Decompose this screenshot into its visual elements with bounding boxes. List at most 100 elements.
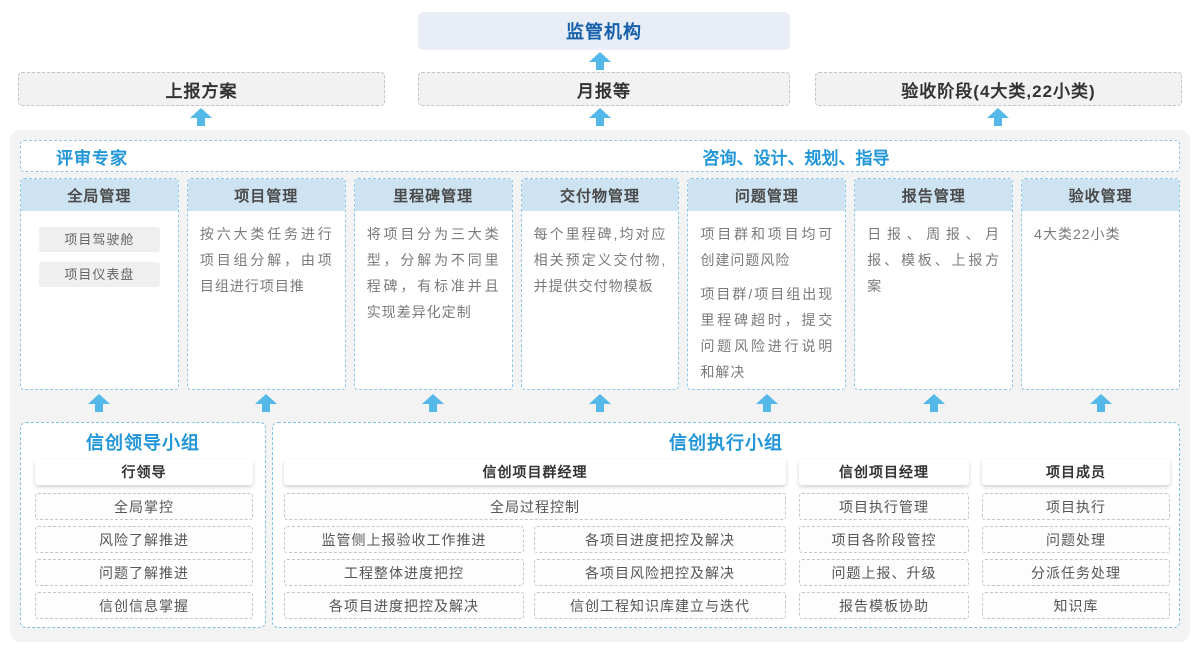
program-manager-item: 监管侧上报验收工作推进 [284,526,524,553]
program-manager-item: 全局过程控制 [284,493,786,520]
column-paragraph: 将项目分为三大类型，分解为不同里程碑，有标准并且实现差异化定制 [366,226,500,320]
tag-project-dashboard: 项目仪表盘 [39,262,160,287]
role-project-manager: 信创项目经理 [799,459,969,485]
execution-group: 信创执行小组 信创项目群经理 全局过程控制 监管侧上报验收工作推进 工程整体进度… [272,422,1180,628]
arrow-stem [262,404,271,412]
column-issue-mgmt: 问题管理 项目群和项目均可创建问题风险 项目群/项目组出现里程碑超时，提交问题风… [687,178,847,390]
role-project-member: 项目成员 [982,459,1170,485]
arrow-stem [429,404,438,412]
up-arrow [589,108,611,126]
channel-box-monthly-report: 月报等 [418,72,790,106]
column-body: 日报、周报、月报、模板、上报方案 [855,211,1012,389]
member-item: 知识库 [982,592,1170,619]
column-paragraph: 4大类22小类 [1034,226,1121,242]
arrow-row [20,394,1180,412]
arrow-stem [596,404,604,412]
column-paragraph: 按六大类任务进行项目组分解，由项目组进行项目推 [199,226,333,294]
arrow-head [589,52,611,62]
platform-panel: 评审专家 咨询、设计、规划、指导 全局管理 项目驾驶舱 项目仪表盘 项目管理 按… [10,130,1190,642]
project-manager-item: 项目各阶段管控 [799,526,969,553]
up-arrow [589,394,611,412]
project-manager-item: 问题上报、升级 [799,559,969,586]
column-paragraph: 项目群/项目组出现里程碑超时，提交问题风险进行说明和解决 [700,286,834,380]
project-manager-item: 项目执行管理 [799,493,969,520]
project-manager-item: 报告模板协助 [799,592,969,619]
column-title: 验收管理 [1022,179,1180,211]
column-project-mgmt: 项目管理 按六大类任务进行项目组分解，由项目组进行项目推 [186,178,346,390]
up-arrow [88,394,111,412]
arrow-slot [521,394,680,412]
arrow-slot [687,394,846,412]
arrow-head [922,394,945,404]
role-program-manager: 信创项目群经理 [284,459,786,485]
leadership-item: 全局掌控 [35,493,253,520]
column-title: 报告管理 [855,179,1013,211]
column-acceptance-mgmt: 验收管理 4大类22小类 [1021,178,1181,390]
column-title: 里程碑管理 [354,179,512,211]
leadership-group: 信创领导小组 行领导 全局掌控 风险了解推进 问题了解推进 信创信息掌握 [20,422,266,628]
arrow-stem [95,404,104,412]
advisor-band: 评审专家 咨询、设计、规划、指导 [20,140,1180,172]
execution-group-title: 信创执行小组 [669,433,783,453]
column-title: 全局管理 [21,179,178,211]
up-arrow [755,394,778,412]
leadership-item: 信创信息掌握 [35,592,253,619]
column-body: 按六大类任务进行项目组分解，由项目组进行项目推 [188,211,345,389]
feature-columns: 全局管理 项目驾驶舱 项目仪表盘 项目管理 按六大类任务进行项目组分解，由项目组… [20,178,1181,390]
arrow-stem [929,404,938,412]
arrow-stem [596,118,604,126]
column-body: 项目驾驶舱 项目仪表盘 [21,211,178,389]
up-arrow [987,108,1009,126]
member-item: 分派任务处理 [982,559,1170,586]
arrow-head [1089,394,1112,404]
arrow-head [987,108,1009,118]
leadership-item: 问题了解推进 [35,559,253,586]
consulting-label: 咨询、设计、规划、指导 [702,148,890,168]
column-title: 交付物管理 [521,179,679,211]
arrow-slot [1021,394,1180,412]
column-paragraph: 每个里程碑,均对应相关预定义交付物,并提供交付物模板 [533,226,667,294]
up-arrow [255,394,278,412]
column-title: 问题管理 [688,179,846,211]
member-item: 问题处理 [982,526,1170,553]
arrow-head [255,394,278,404]
review-expert-label: 评审专家 [56,148,128,168]
arrow-head [422,394,445,404]
program-manager-item: 工程整体进度把控 [284,559,524,586]
channel-box-report-plan: 上报方案 [18,72,385,106]
member-item: 项目执行 [982,493,1170,520]
arrow-stem [762,404,771,412]
program-manager-item: 各项目风险把控及解决 [534,559,786,586]
column-report-mgmt: 报告管理 日报、周报、月报、模板、上报方案 [854,178,1014,390]
program-manager-item: 信创工程知识库建立与迭代 [534,592,786,619]
arrow-slot [854,394,1013,412]
column-paragraph: 日报、周报、月报、模板、上报方案 [867,226,1001,294]
arrow-head [589,108,611,118]
arrow-stem [1096,404,1105,412]
column-paragraph: 项目群和项目均可创建问题风险 [700,226,834,268]
column-deliverable-mgmt: 交付物管理 每个里程碑,均对应相关预定义交付物,并提供交付物模板 [520,178,680,390]
arrow-stem [596,62,604,70]
up-arrow [190,108,212,126]
leadership-item: 风险了解推进 [35,526,253,553]
channel-box-acceptance-stage: 验收阶段(4大类,22小类) [815,72,1182,106]
tag-project-cockpit: 项目驾驶舱 [39,227,160,252]
column-global-mgmt: 全局管理 项目驾驶舱 项目仪表盘 [20,178,179,390]
program-manager-item: 各项目进度把控及解决 [284,592,524,619]
arrow-head [88,394,111,404]
arrow-stem [197,118,205,126]
arrow-slot [20,394,179,412]
column-body: 项目群和项目均可创建问题风险 项目群/项目组出现里程碑超时，提交问题风险进行说明… [688,211,845,389]
column-body: 将项目分为三大类型，分解为不同里程碑，有标准并且实现差异化定制 [355,211,512,389]
column-body: 每个里程碑,均对应相关预定义交付物,并提供交付物模板 [522,211,679,389]
arrow-stem [994,118,1002,126]
program-manager-item: 各项目进度把控及解决 [534,526,786,553]
up-arrow [589,52,611,70]
column-title: 项目管理 [187,179,345,211]
role-bank-leader: 行领导 [35,459,253,485]
column-milestone-mgmt: 里程碑管理 将项目分为三大类型，分解为不同里程碑，有标准并且实现差异化定制 [353,178,513,390]
arrow-head [190,108,212,118]
arrow-slot [187,394,346,412]
arrow-slot [354,394,513,412]
